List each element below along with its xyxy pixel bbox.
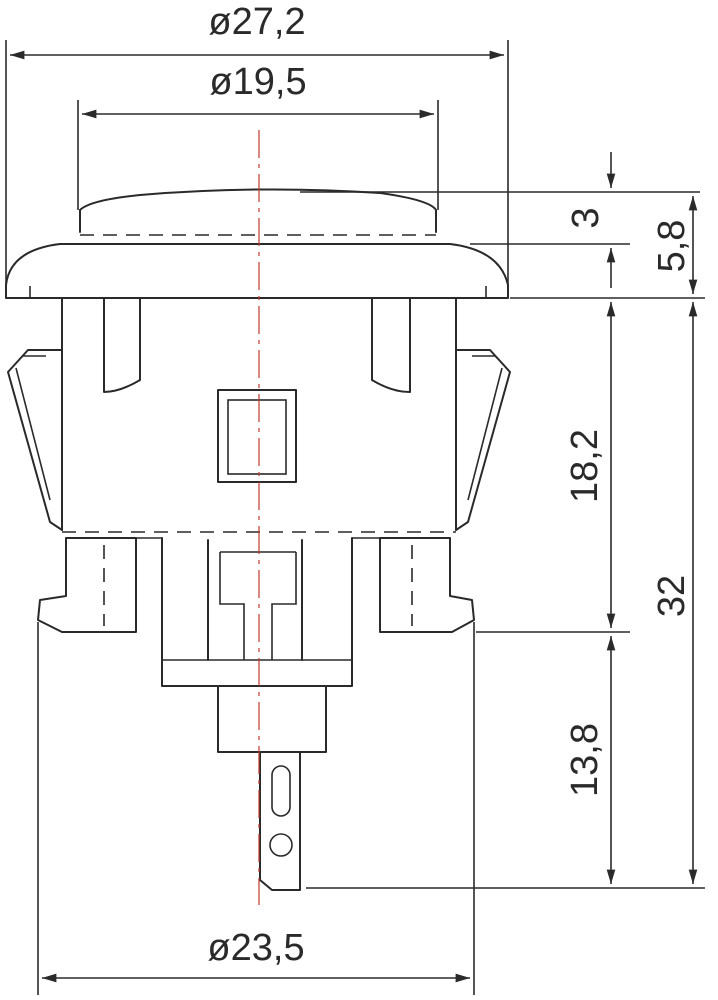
switch-outline	[5, 188, 511, 891]
dim-outer-diameter: ø27,2	[208, 1, 305, 43]
dim-cap-height: 3	[565, 207, 607, 228]
dim-bezel-diameter: ø23,5	[207, 927, 304, 969]
lower-housing	[37, 537, 137, 633]
dim-button-diameter: ø19,5	[209, 61, 306, 103]
terminal-stem	[217, 685, 327, 753]
dimensions: ø27,2 ø19,5 3 5,8 18,2 32 13,8 ø23,5	[5, 1, 705, 995]
terminal-block	[161, 537, 353, 687]
button-cap	[79, 188, 437, 233]
dim-body-height: 18,2	[564, 429, 606, 503]
solder-tab	[259, 751, 301, 891]
dim-terminal-length: 13,8	[564, 723, 606, 797]
latch-right	[455, 349, 511, 531]
dim-total-height: 32	[651, 575, 693, 617]
switch-body	[61, 297, 457, 531]
center-window	[217, 389, 297, 483]
dim-head-height: 5,8	[651, 220, 693, 273]
latch-left	[7, 349, 63, 531]
clip-left	[103, 297, 141, 393]
flange	[5, 243, 509, 299]
clip-right	[371, 297, 411, 393]
